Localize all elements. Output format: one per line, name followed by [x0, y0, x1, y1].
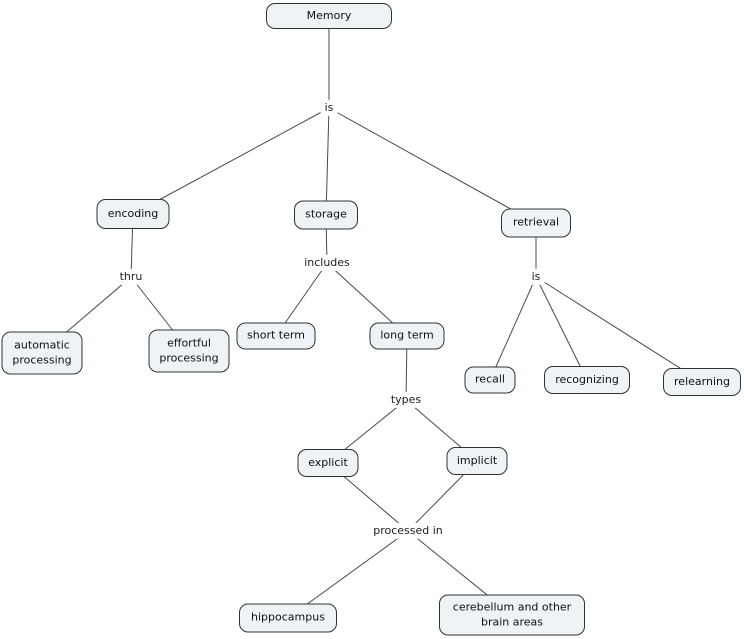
- connector-line: [328, 107, 537, 224]
- connector-line: [325, 107, 330, 216]
- linking-phrase-is-2[interactable]: is: [527, 268, 545, 286]
- concept-explicit[interactable]: explicit: [297, 449, 359, 477]
- concept-effortful-processing[interactable]: effortful processing: [148, 329, 230, 373]
- connector-line: [489, 276, 537, 381]
- concept-recognizing[interactable]: recognizing: [544, 366, 630, 394]
- concept-storage[interactable]: storage: [294, 200, 358, 230]
- linking-phrase-includes[interactable]: includes: [300, 254, 354, 272]
- concept-automatic-processing[interactable]: automatic processing: [1, 331, 83, 375]
- concept-relearning[interactable]: relearning: [663, 368, 741, 396]
- concept-long-term[interactable]: long term: [369, 322, 445, 350]
- concept-retrieval[interactable]: retrieval: [501, 208, 571, 238]
- linking-phrase-types[interactable]: types: [386, 391, 426, 409]
- linking-phrase-is-1[interactable]: is: [320, 99, 338, 117]
- connector-line: [132, 107, 330, 215]
- concept-cerebellum[interactable]: cerebellum and other brain areas: [439, 594, 585, 636]
- concept-memory[interactable]: Memory: [266, 3, 392, 29]
- concept-short-term[interactable]: short term: [236, 322, 316, 350]
- concept-hippocampus[interactable]: hippocampus: [239, 603, 337, 633]
- concept-encoding[interactable]: encoding: [96, 199, 170, 229]
- connector-line: [535, 276, 588, 381]
- linking-phrase-thru[interactable]: thru: [115, 268, 147, 286]
- concept-implicit[interactable]: implicit: [446, 447, 508, 475]
- linking-phrase-processed-in[interactable]: processed in: [369, 522, 447, 540]
- concept-recall[interactable]: recall: [464, 366, 516, 394]
